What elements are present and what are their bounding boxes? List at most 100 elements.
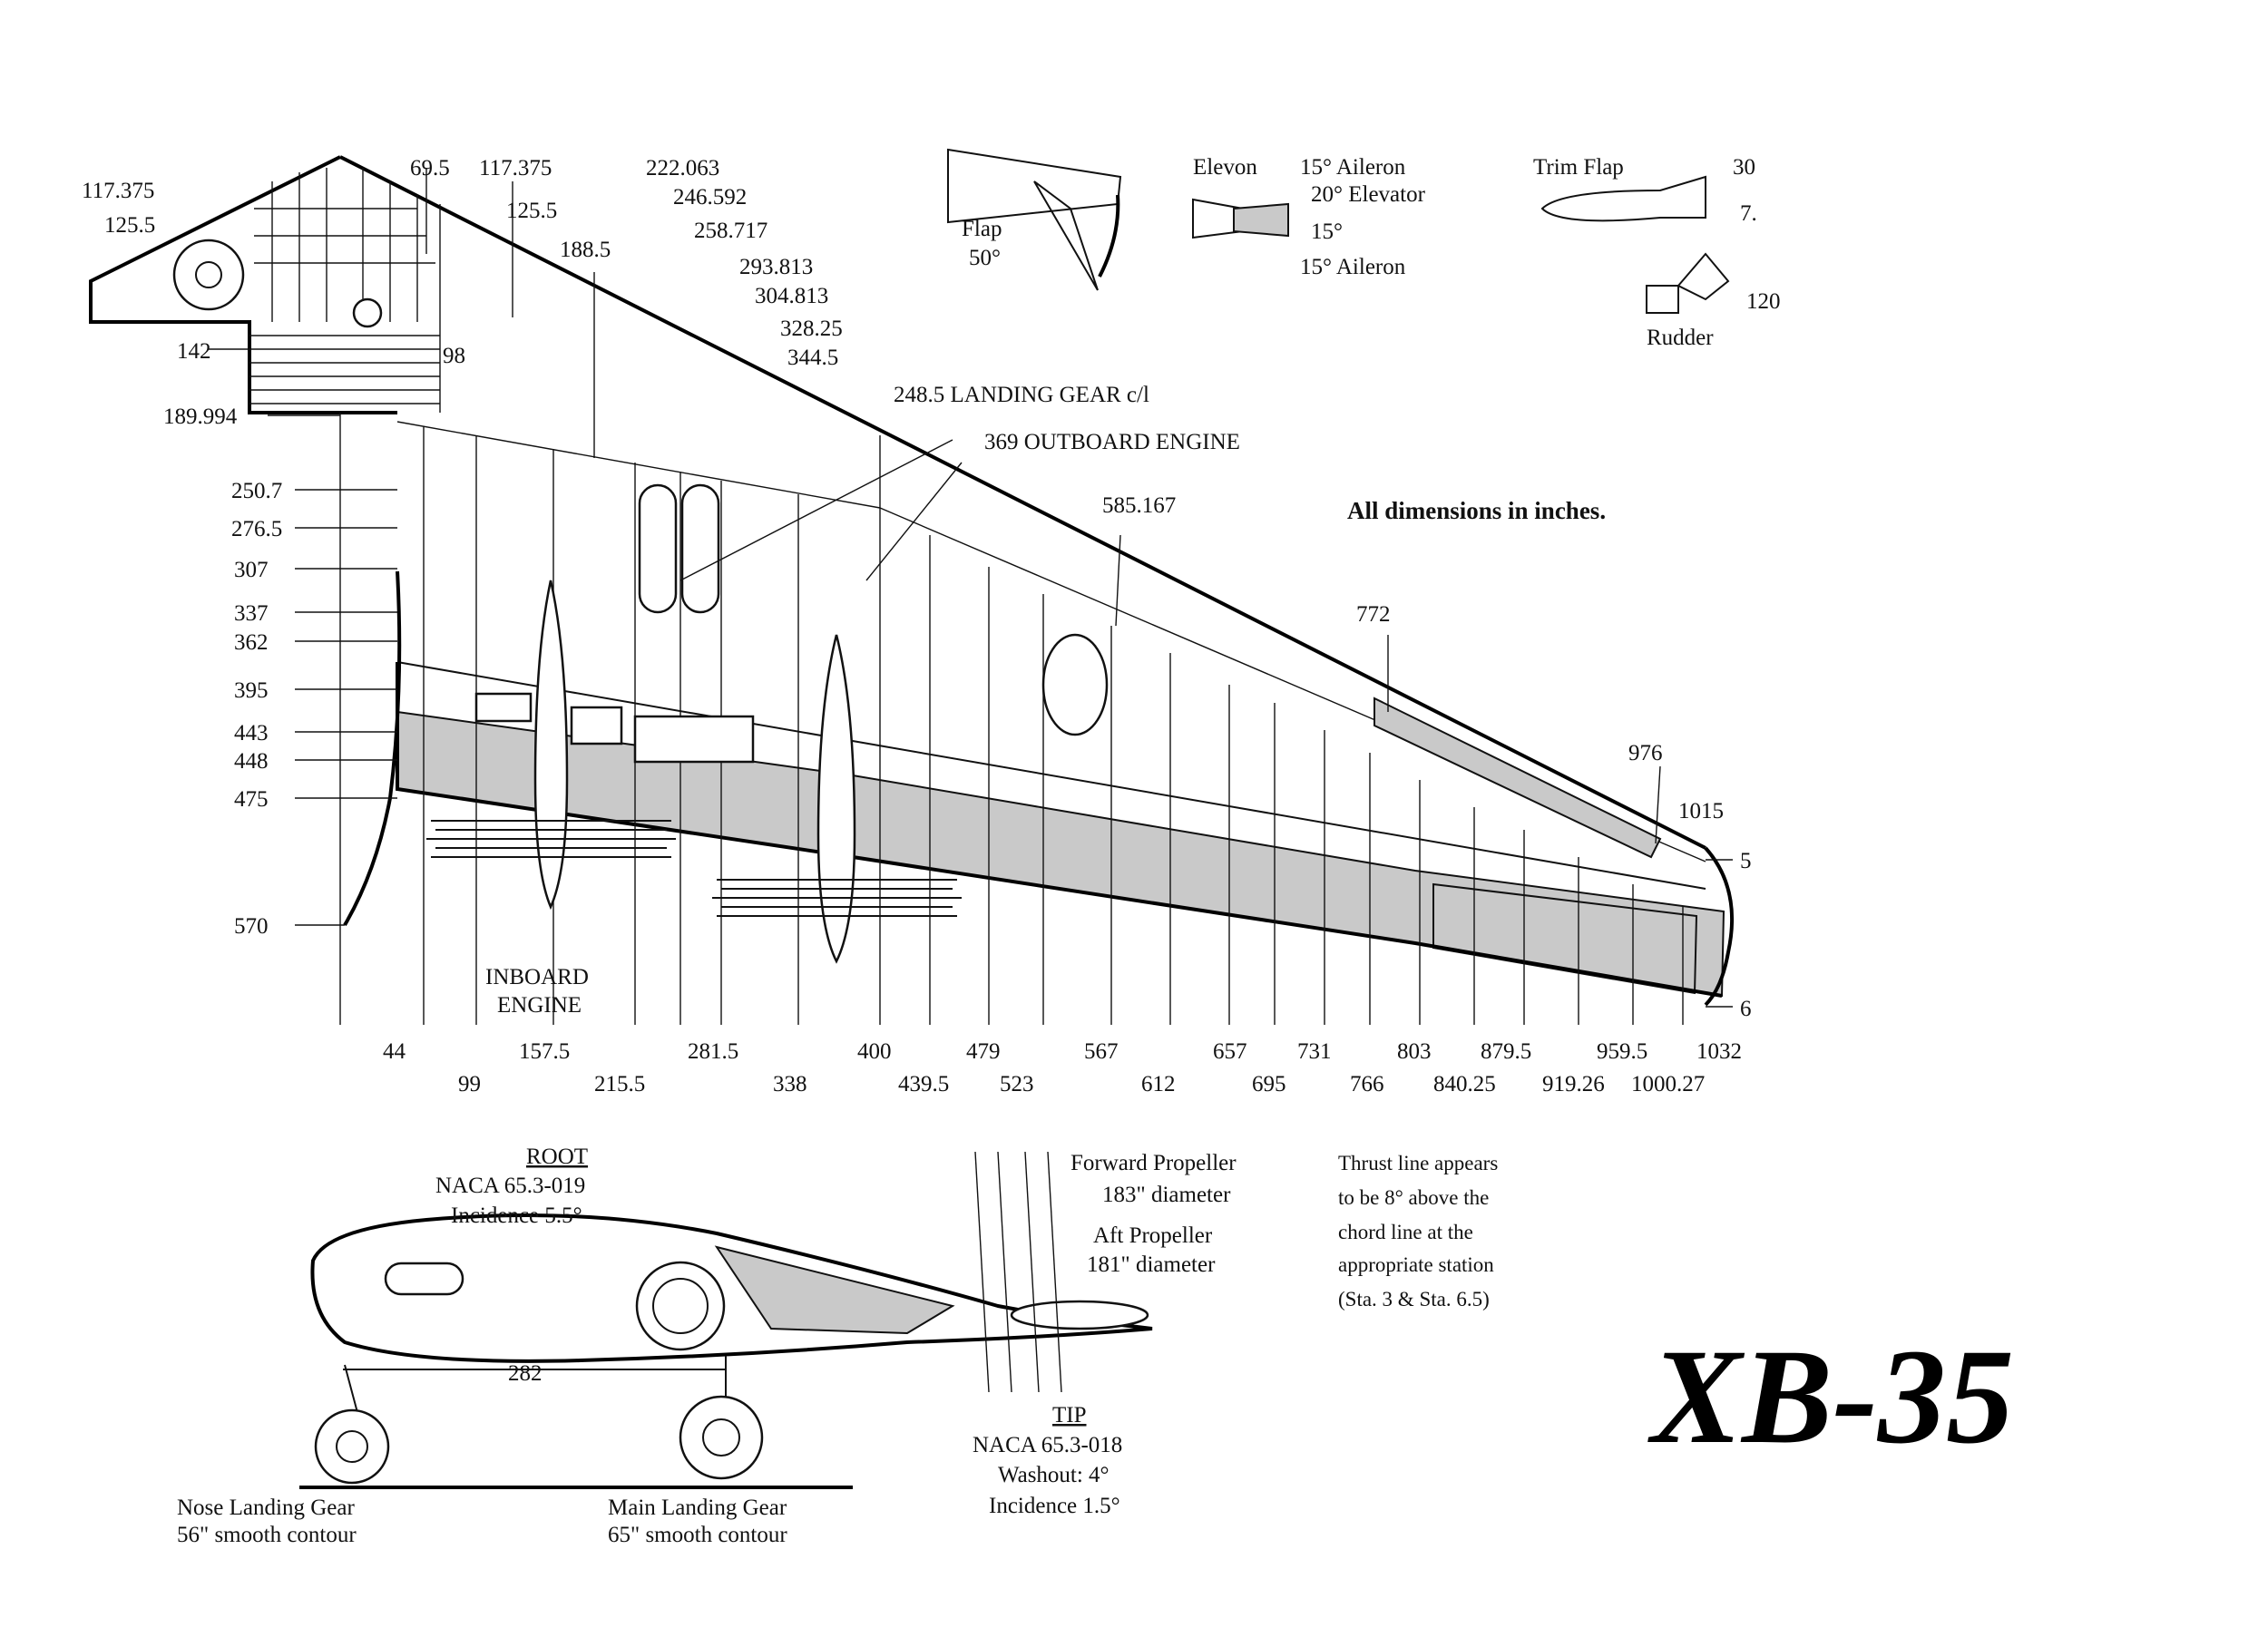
- landing-gear-doors: [638, 483, 720, 614]
- station-label: 188.5: [560, 238, 611, 262]
- station-label: 293.813: [739, 255, 813, 279]
- root-hatch: [384, 1262, 464, 1296]
- aft-propeller-name: Aft Propeller: [1093, 1223, 1213, 1248]
- station-label: 803: [1397, 1039, 1432, 1064]
- side-profile: 282 ROOT NACA 65.3-019 Incidence 5.5° TI…: [177, 1145, 1498, 1547]
- station-label: 337: [234, 601, 269, 626]
- forward-propeller-dia: 183" diameter: [1102, 1183, 1231, 1207]
- propeller-lines: [974, 1151, 1062, 1393]
- station-label: 695: [1252, 1072, 1286, 1096]
- inboard-engine: [426, 580, 676, 911]
- station-label: 448: [234, 749, 269, 774]
- station-label: 879.5: [1481, 1039, 1531, 1064]
- station-label: 959.5: [1597, 1039, 1647, 1064]
- station-label: 976: [1628, 741, 1663, 765]
- station-label: 585.167: [1102, 493, 1176, 518]
- station-label: 657: [1213, 1039, 1247, 1064]
- tip-airfoil: [1010, 1300, 1149, 1330]
- station-label: 1032: [1696, 1039, 1742, 1064]
- inboard-engine-label: ENGINE: [497, 993, 582, 1018]
- station-label: 362: [234, 630, 269, 655]
- tip-airfoil-label: NACA 65.3-018: [973, 1433, 1122, 1457]
- rudder-angle: 120: [1746, 289, 1781, 314]
- main-gear-name: Main Landing Gear: [608, 1496, 787, 1520]
- tip-mark: 6: [1740, 997, 1752, 1021]
- station-label: 142: [177, 339, 211, 364]
- elevon-down: 15°: [1311, 219, 1343, 244]
- station-label: 307: [234, 558, 269, 582]
- station-label: 344.5: [787, 346, 838, 370]
- thrust-note-line: (Sta. 3 & Sta. 6.5): [1338, 1288, 1490, 1311]
- trim-flap-name: Trim Flap: [1533, 155, 1624, 180]
- turret-blister: [1041, 633, 1109, 736]
- station-label: 304.813: [755, 284, 828, 308]
- station-label: 731: [1297, 1039, 1332, 1064]
- station-label: 44: [383, 1039, 406, 1064]
- station-label: 523: [1000, 1072, 1034, 1096]
- flap-panels: [474, 692, 755, 764]
- station-label: 1000.27: [1631, 1072, 1705, 1096]
- center-section-outline: [89, 155, 397, 414]
- tip-mark: 5: [1740, 849, 1752, 873]
- station-label: 99: [458, 1072, 481, 1096]
- elevon-name: Elevon: [1193, 155, 1257, 180]
- station-label: 919.26: [1542, 1072, 1605, 1096]
- station-label: 276.5: [231, 517, 282, 541]
- thrust-note-line: to be 8° above the: [1338, 1186, 1489, 1209]
- station-label: 258.717: [694, 219, 767, 243]
- tip-elevon: [1432, 882, 1698, 995]
- wing-tip: [1704, 846, 1735, 1007]
- main-wheel: [679, 1395, 764, 1480]
- left-station-labels: 117.375 125.5 142 98 189.994 250.7 276.5…: [82, 179, 1752, 1021]
- inboard-engine-label: INBOARD: [485, 965, 589, 989]
- root-incidence: Incidence 5.5°: [451, 1203, 582, 1228]
- planform-nose-wheel: [172, 239, 245, 311]
- station-label: 840.25: [1433, 1072, 1496, 1096]
- bottom-station-labels-row1: 44 157.5 281.5 400 479 567 657 731 803 8…: [383, 1039, 1742, 1064]
- center-grid: [249, 168, 441, 413]
- station-label: 567: [1084, 1039, 1119, 1064]
- wing-planform: [89, 155, 1735, 1025]
- root-airfoil-label: NACA 65.3-019: [435, 1174, 585, 1198]
- station-label: 98: [443, 344, 465, 368]
- station-label: 338: [773, 1072, 807, 1096]
- elevon-aileron-down: 15° Aileron: [1300, 255, 1406, 279]
- station-label: 570: [234, 914, 269, 939]
- flap-inset: Flap 50°: [947, 148, 1122, 291]
- station-label: 443: [234, 721, 269, 745]
- root-fin: [343, 570, 402, 927]
- planform-hatch: [352, 297, 383, 328]
- station-label: 246.592: [673, 185, 747, 209]
- root-heading: ROOT: [526, 1145, 588, 1169]
- root-airfoil-shade: [714, 1245, 955, 1335]
- trim-flap-up: 30: [1733, 155, 1755, 180]
- rear-spar-line: [396, 421, 881, 509]
- thrust-note-line: chord line at the: [1338, 1221, 1473, 1243]
- station-label: 189.994: [163, 404, 238, 429]
- elevon-aileron-up: 15° Aileron: [1300, 155, 1406, 180]
- station-label: 395: [234, 678, 269, 703]
- station-label: 479: [966, 1039, 1001, 1064]
- flap-angle: 50°: [969, 246, 1001, 270]
- outboard-engine: [712, 634, 962, 964]
- thrust-note-line: Thrust line appears: [1338, 1152, 1498, 1174]
- diagram-title: XB-35: [1647, 1321, 2014, 1472]
- rudder-inset: 120 Rudder: [1646, 252, 1781, 350]
- wheelbase-value: 282: [508, 1361, 543, 1386]
- flap-name: Flap: [962, 217, 1002, 241]
- station-label: 250.7: [231, 479, 282, 503]
- station-label: 117.375: [82, 179, 154, 203]
- forward-propeller-name: Forward Propeller: [1070, 1151, 1237, 1175]
- station-label: 125.5: [506, 199, 557, 223]
- spar-line: [396, 661, 1706, 890]
- station-label: 117.375: [479, 156, 552, 180]
- trim-flap-down: 7.: [1740, 201, 1757, 226]
- tip-heading: TIP: [1052, 1403, 1087, 1428]
- units-note: All dimensions in inches.: [1347, 497, 1606, 524]
- station-label: 612: [1141, 1072, 1176, 1096]
- elevon-inset: Elevon 15° Aileron 20° Elevator 15° 15° …: [1192, 155, 1426, 279]
- outboard-engine-label: 369 OUTBOARD ENGINE: [984, 430, 1240, 454]
- nose-gear-size: 56" smooth contour: [177, 1523, 357, 1547]
- station-label: 215.5: [594, 1072, 645, 1096]
